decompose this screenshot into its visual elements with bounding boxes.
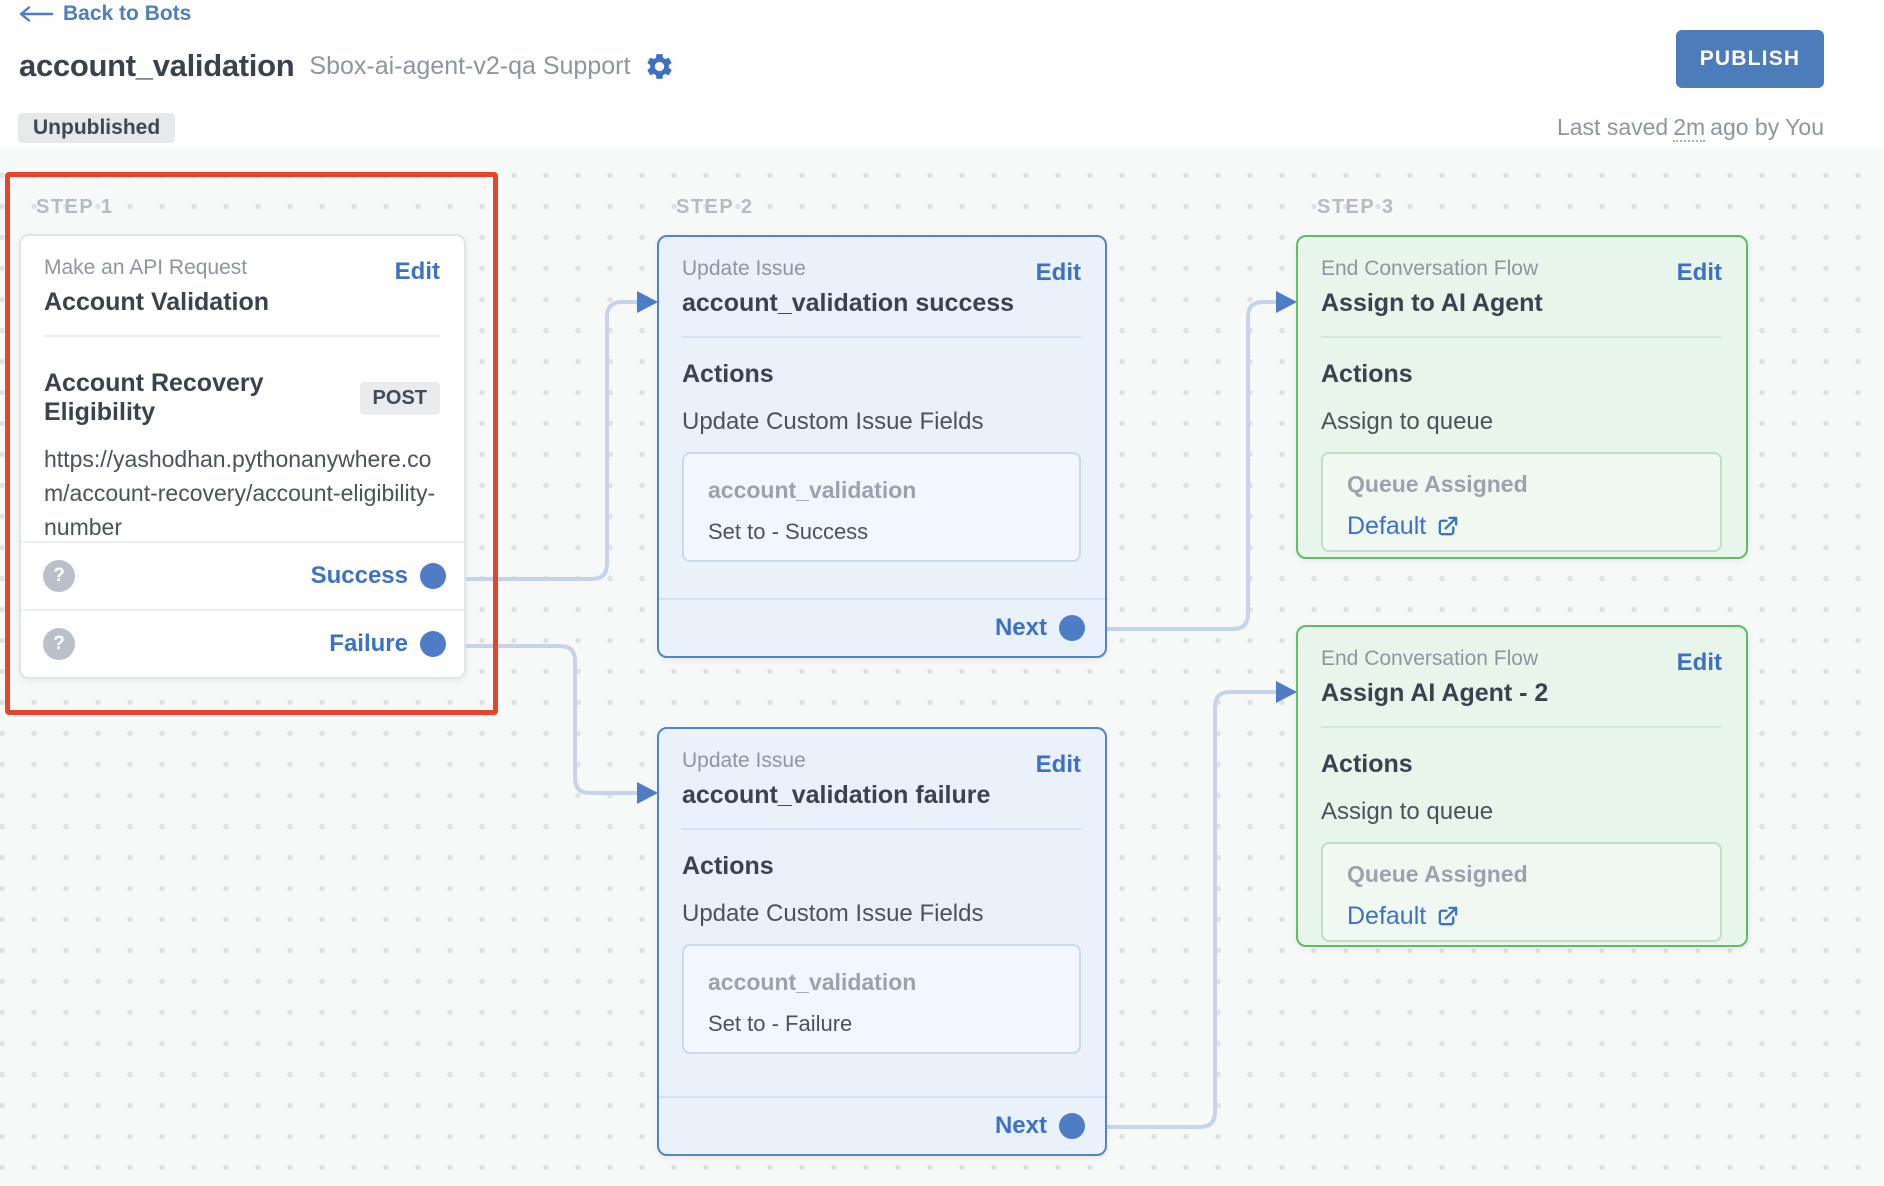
step2-card-update-issue-success: Update Issue account_validation success … [657,235,1107,658]
next-label: Next [995,1112,1047,1140]
last-saved-prefix: Last saved [1557,114,1668,140]
arrowhead-step3b [1276,681,1297,703]
edit-button[interactable]: Edit [1036,259,1081,287]
queue-assigned-label: Queue Assigned [1347,471,1696,498]
step1-card-make-api-request: Make an API Request Account Validation E… [19,234,466,679]
custom-field-box: account_validation Set to - Success [682,452,1081,562]
card-title: Assign AI Agent - 2 [1321,679,1548,708]
card-type-label: Update Issue [682,749,990,773]
step2-card-update-issue-failure: Update Issue account_validation failure … [657,727,1107,1156]
edit-button[interactable]: Edit [1677,649,1722,677]
card-type-label: End Conversation Flow [1321,257,1543,281]
bot-org-subtitle: Sbox-ai-agent-v2-qa Support [309,52,630,81]
card-title: account_validation failure [682,781,990,810]
actions-heading: Actions [1321,750,1722,779]
flow-canvas[interactable]: STEP 1 STEP 2 STEP 3 Make an API Request… [0,148,1884,1186]
last-saved-text: Last saved2mago by You [1557,114,1824,141]
next-label: Next [995,614,1047,642]
action-name: Assign to queue [1321,798,1722,826]
step3-label: STEP 3 [1317,196,1395,219]
card-header: End Conversation Flow Assign AI Agent - … [1321,627,1722,728]
help-icon[interactable]: ? [43,628,75,660]
back-to-bots-link[interactable]: Back to Bots [18,2,191,26]
card-body: Actions Assign to queue Queue Assigned D… [1298,728,1746,942]
external-link-icon [1436,905,1459,928]
card-header: Make an API Request Account Validation E… [44,236,440,337]
external-link-icon [1436,515,1459,538]
settings-gear-icon[interactable] [644,51,675,82]
action-name: Update Custom Issue Fields [682,900,1081,928]
card-type-label: End Conversation Flow [1321,647,1548,671]
success-outcome-row: ? Success [21,543,464,611]
status-badge: Unpublished [18,113,175,143]
card-type-label: Update Issue [682,257,1014,281]
next-row: Next [659,1096,1105,1154]
edit-button[interactable]: Edit [395,258,440,286]
publish-button[interactable]: PUBLISH [1676,30,1824,88]
help-icon[interactable]: ? [43,560,75,592]
custom-field-value: Set to - Success [708,519,1055,545]
last-saved-suffix: ago by You [1710,114,1824,140]
arrowhead-step3a [1276,291,1297,313]
custom-field-box: account_validation Set to - Failure [682,944,1081,1054]
custom-field-value: Set to - Failure [708,1011,1055,1037]
queue-assigned-label: Queue Assigned [1347,861,1696,888]
next-connection-port[interactable] [1059,615,1085,641]
card-header: End Conversation Flow Assign to AI Agent… [1321,237,1722,338]
arrowhead-step2a [637,291,658,313]
api-request-section: Account Recovery Eligibility POST https:… [21,337,464,543]
failure-outcome-row: ? Failure [21,611,464,677]
last-saved-time[interactable]: 2m [1673,114,1705,142]
success-label: Success [311,562,408,590]
http-method-badge: POST [360,382,440,415]
arrowhead-step2b [637,782,658,804]
actions-heading: Actions [1321,360,1722,389]
actions-heading: Actions [682,360,1081,389]
queue-default-link[interactable]: Default [1347,512,1696,541]
action-name: Assign to queue [1321,408,1722,436]
page-title: account_validation [19,48,294,84]
back-arrow-icon [18,6,54,22]
card-title: Account Validation [44,288,269,317]
queue-assigned-box: Queue Assigned Default [1321,842,1722,942]
next-connection-port[interactable] [1059,1113,1085,1139]
card-type-label: Make an API Request [44,256,269,280]
card-title: Assign to AI Agent [1321,289,1543,318]
step3-card-assign-ai-agent-2: End Conversation Flow Assign AI Agent - … [1296,625,1748,947]
step3-card-assign-to-ai-agent: End Conversation Flow Assign to AI Agent… [1296,235,1748,559]
api-request-name: Account Recovery Eligibility [44,369,360,427]
next-row: Next [659,598,1105,656]
card-title: account_validation success [682,289,1014,318]
edit-button[interactable]: Edit [1677,259,1722,287]
back-to-bots-label: Back to Bots [63,2,191,26]
action-name: Update Custom Issue Fields [682,408,1081,436]
title-row: account_validation Sbox-ai-agent-v2-qa S… [19,48,675,84]
failure-connection-port[interactable] [420,631,446,657]
card-body: Actions Update Custom Issue Fields accou… [659,338,1105,562]
card-header: Update Issue account_validation failure … [682,729,1081,830]
card-header: Update Issue account_validation success … [682,237,1081,338]
card-body: Actions Update Custom Issue Fields accou… [659,830,1105,1054]
failure-label: Failure [329,630,408,658]
queue-default-label: Default [1347,902,1426,931]
card-body: Actions Assign to queue Queue Assigned D… [1298,338,1746,552]
actions-heading: Actions [682,852,1081,881]
custom-field-name: account_validation [708,969,1055,996]
step1-label: STEP 1 [36,196,114,219]
queue-default-label: Default [1347,512,1426,541]
edit-button[interactable]: Edit [1036,751,1081,779]
header: Back to Bots account_validation Sbox-ai-… [0,0,1884,148]
success-connection-port[interactable] [420,563,446,589]
custom-field-name: account_validation [708,477,1055,504]
step2-label: STEP 2 [676,196,754,219]
request-url: https://yashodhan.pythonanywhere.com/acc… [44,442,440,544]
queue-default-link[interactable]: Default [1347,902,1696,931]
queue-assigned-box: Queue Assigned Default [1321,452,1722,552]
